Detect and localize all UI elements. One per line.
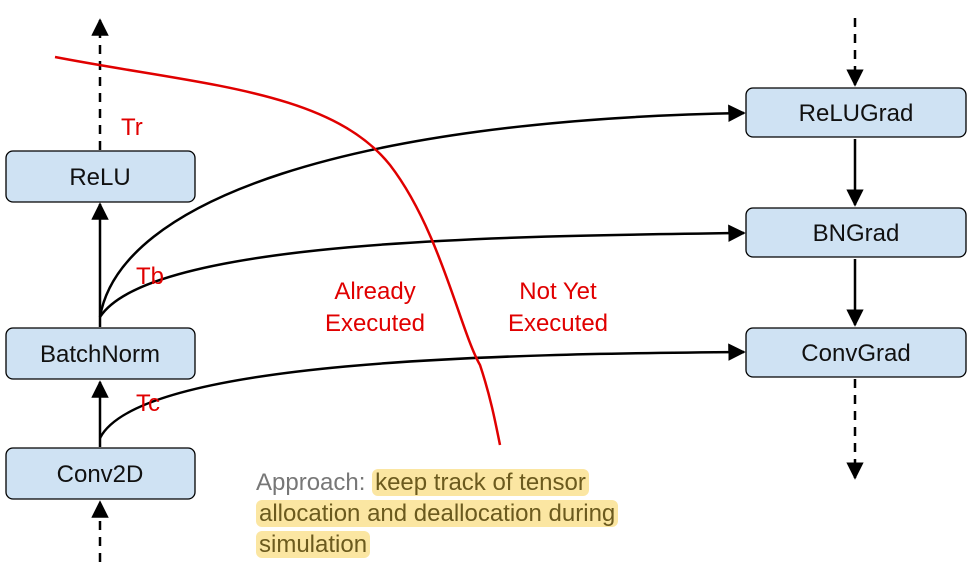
node-bngrad: BNGrad: [745, 207, 967, 258]
tensor-label-tb: Tb: [136, 263, 164, 290]
node-relu: ReLU: [5, 150, 196, 203]
node-relugrad: ReLUGrad: [745, 87, 967, 138]
node-convgrad: ConvGrad: [745, 327, 967, 378]
node-batchnorm: BatchNorm: [5, 327, 196, 380]
already-executed-line2: Executed: [325, 310, 425, 337]
node-conv2d: Conv2D: [5, 447, 196, 500]
approach-note: Approach: keep track of tensor allocatio…: [256, 467, 686, 560]
edge-tr-to-relugrad: [98, 104, 746, 318]
node-bngrad-label: BNGrad: [813, 220, 900, 247]
already-executed-line1: Already: [334, 278, 415, 305]
approach-prefix: Approach:: [256, 469, 366, 496]
tensor-label-tr: Tr: [121, 114, 143, 141]
node-relugrad-label: ReLUGrad: [799, 100, 914, 127]
not-yet-executed-line1: Not Yet: [519, 278, 597, 305]
tensor-label-tc: Tc: [136, 390, 160, 417]
edge-tc-to-convgrad: [98, 343, 746, 439]
node-conv2d-label: Conv2D: [57, 461, 144, 488]
edge-tb-to-bngrad: [98, 224, 746, 318]
execution-boundary-line: [54, 55, 502, 446]
node-convgrad-label: ConvGrad: [801, 340, 910, 367]
not-yet-executed-line2: Executed: [508, 310, 608, 337]
node-relu-label: ReLU: [69, 164, 130, 191]
node-batchnorm-label: BatchNorm: [40, 341, 160, 368]
